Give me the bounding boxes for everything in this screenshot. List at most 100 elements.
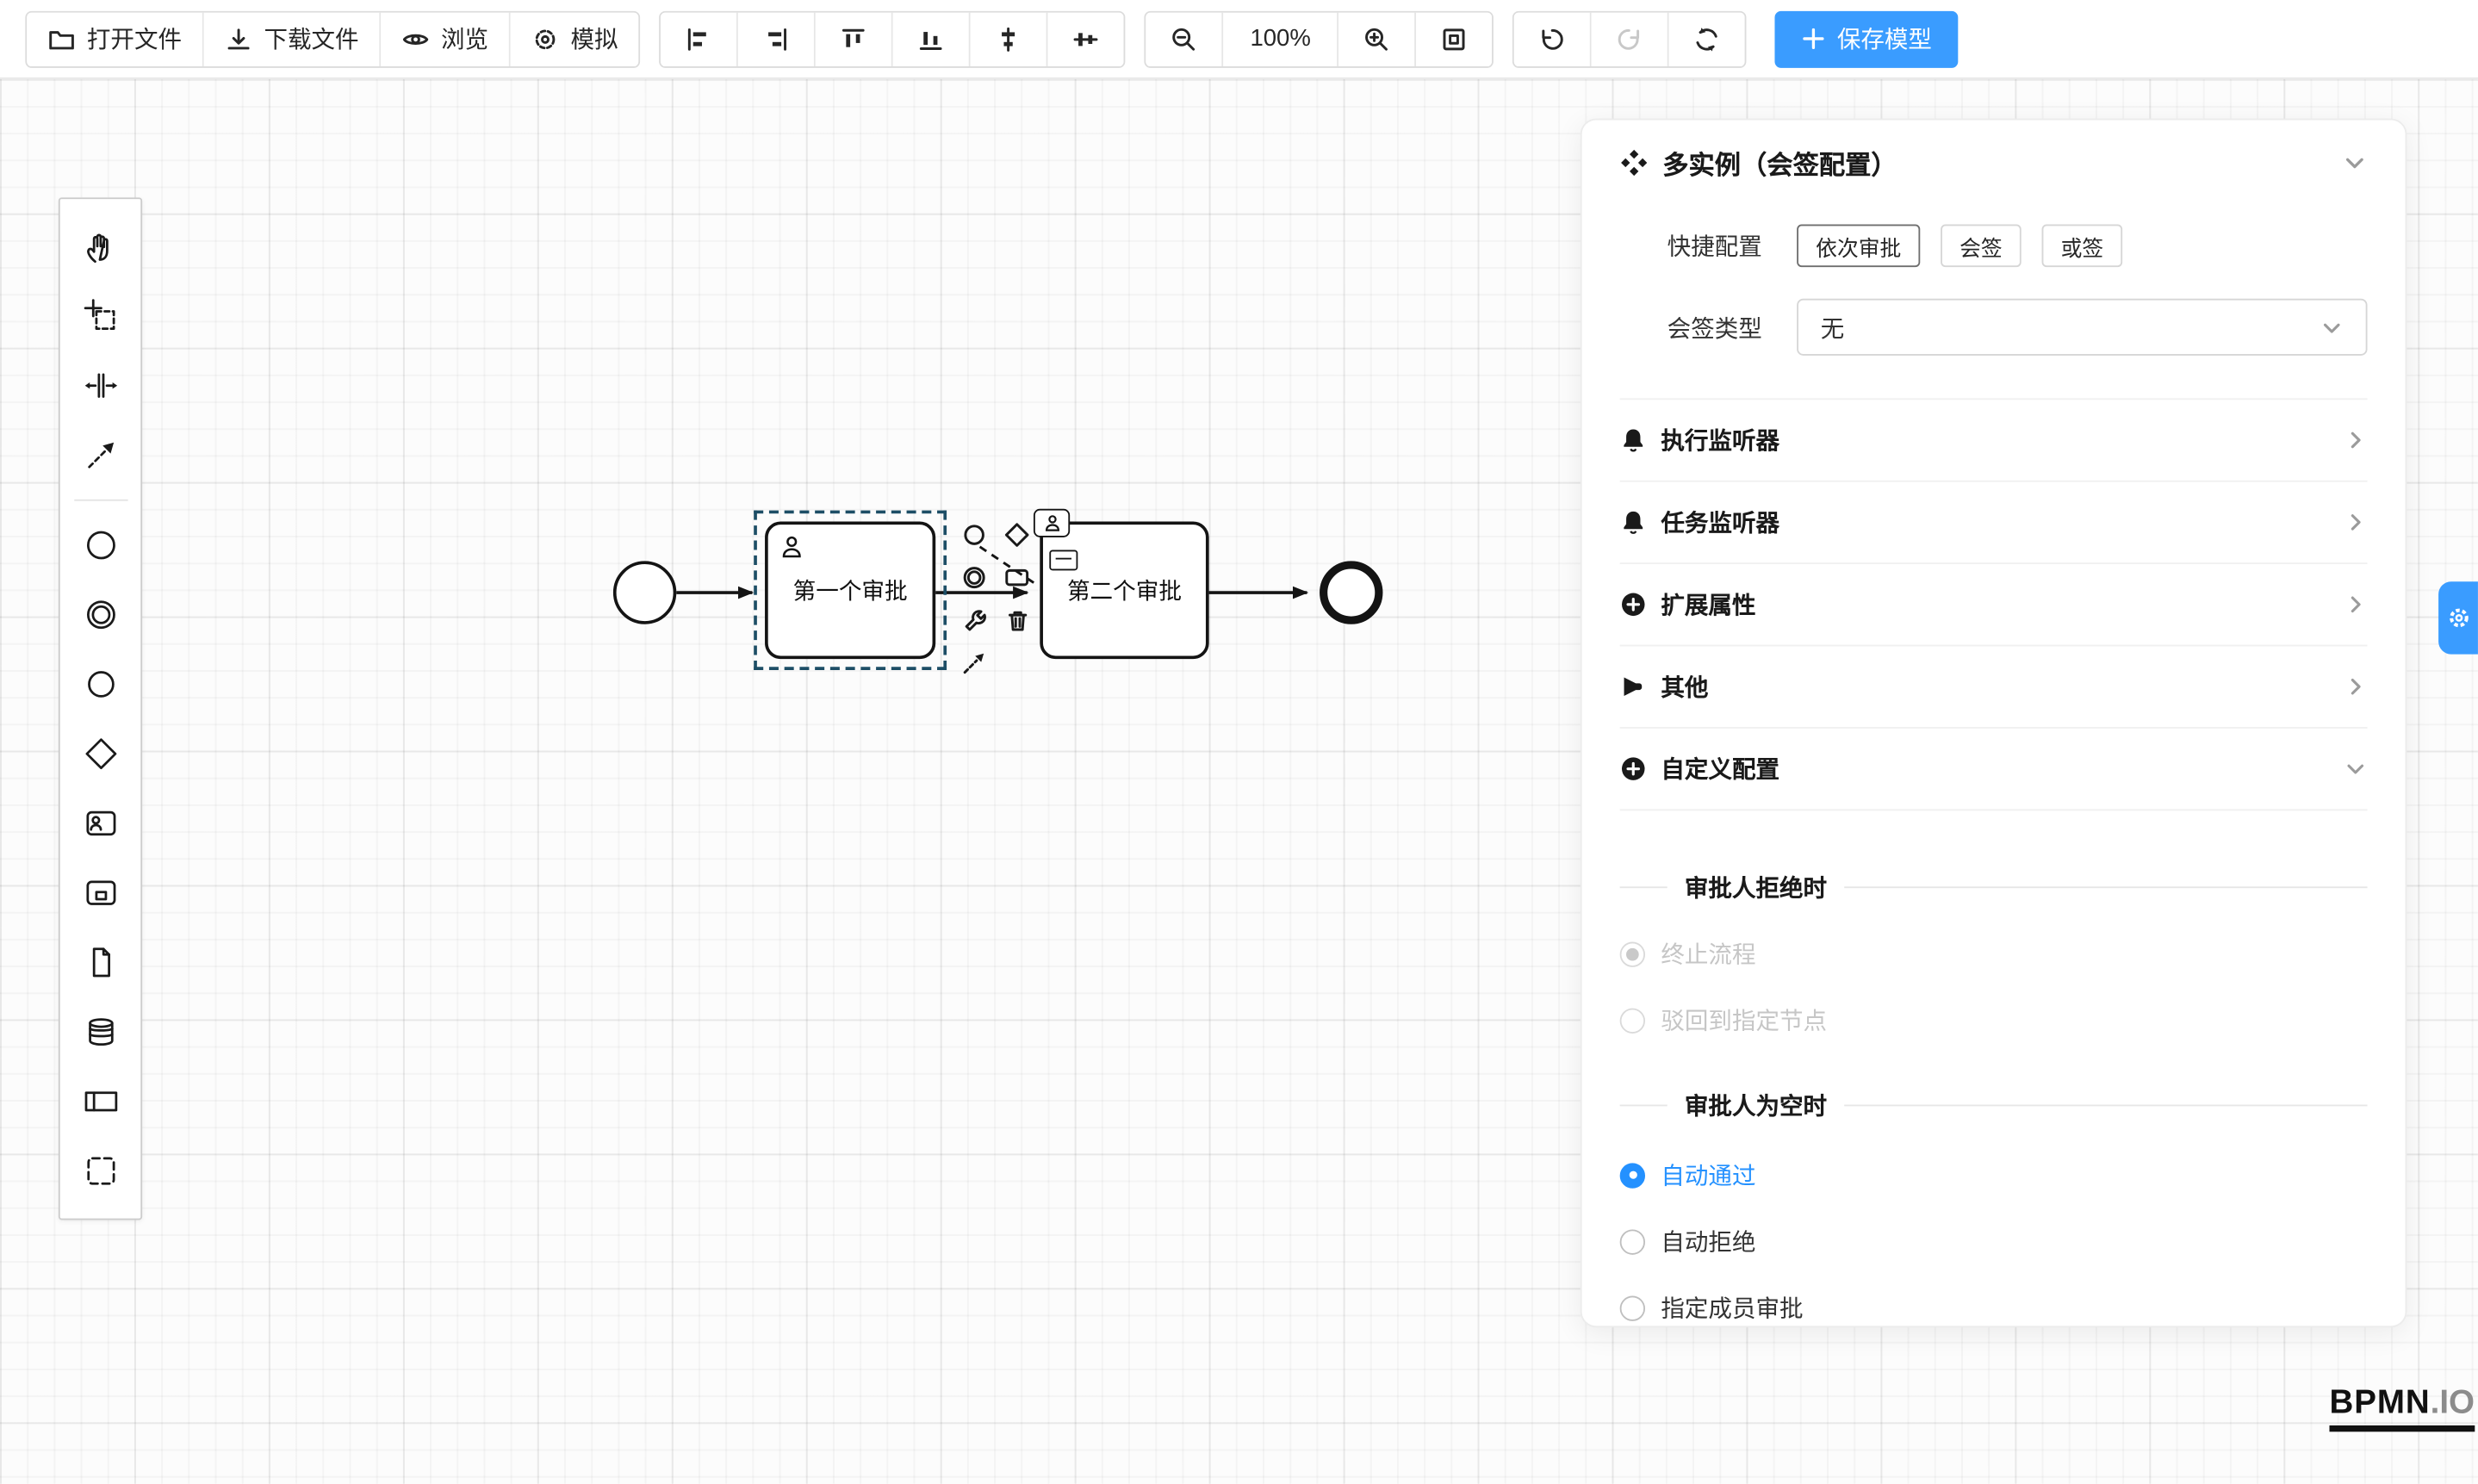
section-custom-config[interactable]: 自定义配置: [1619, 727, 2368, 809]
panel-sections: 执行监听器 任务监听器 扩展属性 其他 自定义配置: [1619, 398, 2368, 811]
align-bottom-button[interactable]: [892, 11, 971, 66]
section-label: 其他: [1661, 674, 1709, 702]
quick-option-sequential[interactable]: 依次审批: [1797, 224, 1921, 268]
task-first-approval[interactable]: 第一个审批: [765, 521, 936, 660]
zoom-out-icon: [1172, 27, 1196, 50]
fit-viewport-button[interactable]: [1416, 11, 1493, 66]
multi-instance-icon: [1621, 149, 1648, 177]
toolbar: 打开文件 下载文件 浏览 模拟: [0, 0, 2478, 79]
quick-option-orsign[interactable]: 或签: [2041, 224, 2123, 268]
append-gateway-icon: [1004, 523, 1029, 547]
create-end-event[interactable]: [69, 653, 132, 716]
align-top-button[interactable]: [815, 11, 893, 66]
radio-auto-pass[interactable]: 自动通过: [1619, 1158, 2368, 1192]
redo-icon: [1618, 28, 1640, 49]
align-center-horizontal-button[interactable]: [970, 11, 1048, 66]
redo-button[interactable]: [1592, 11, 1670, 66]
lasso-tool[interactable]: [69, 284, 132, 347]
create-gateway[interactable]: [69, 723, 132, 785]
zoom-out-button[interactable]: [1146, 11, 1224, 66]
end-event[interactable]: [1320, 561, 1383, 624]
sign-type-select[interactable]: 无: [1797, 298, 2368, 356]
user-task-icon: [85, 810, 115, 836]
undo-button[interactable]: [1514, 11, 1593, 66]
ctx-change-type[interactable]: [954, 600, 994, 640]
global-connect-tool[interactable]: [69, 424, 132, 487]
section-label: 扩展属性: [1661, 593, 1756, 620]
bell-icon: [1624, 511, 1643, 534]
user-icon: [1045, 515, 1059, 531]
intermediate-event-icon: [86, 600, 115, 630]
radio-assign-member[interactable]: 指定成员审批: [1619, 1291, 2368, 1325]
task-second-approval[interactable]: 第二个审批: [1033, 508, 1209, 660]
radio-label: 指定成员审批: [1661, 1295, 1804, 1323]
participant-icon: [84, 1091, 117, 1112]
append-task-icon: [1005, 568, 1029, 587]
create-data-store[interactable]: [69, 1000, 132, 1063]
hand-tool[interactable]: [69, 215, 132, 278]
open-file-button[interactable]: 打开文件: [27, 11, 204, 66]
create-intermediate-event[interactable]: [69, 583, 132, 646]
folder-icon: [49, 30, 74, 49]
quick-config-buttons: 依次审批 会签 或签: [1797, 224, 2123, 268]
assignee-badge[interactable]: [1033, 508, 1071, 537]
task-first-approval-label: 第一个审批: [792, 580, 908, 605]
panel-collapse-button[interactable]: [2342, 150, 2367, 175]
settings-toggle[interactable]: [2438, 581, 2478, 655]
create-user-task[interactable]: [69, 792, 132, 854]
align-group: [659, 9, 1126, 67]
align-top-icon: [842, 28, 865, 47]
section-extended-properties[interactable]: 扩展属性: [1619, 562, 2368, 644]
radio-label: 驳回到指定节点: [1661, 1008, 1828, 1035]
align-left-button[interactable]: [661, 11, 738, 66]
preview-button[interactable]: 浏览: [381, 11, 511, 66]
reset-button[interactable]: [1669, 11, 1746, 66]
ctx-append-task[interactable]: [997, 558, 1037, 598]
section-other[interactable]: 其他: [1619, 644, 2368, 727]
zoom-in-button[interactable]: [1338, 11, 1417, 66]
radio-auto-reject[interactable]: 自动拒绝: [1619, 1225, 2368, 1258]
ctx-append-end-event[interactable]: [954, 515, 994, 555]
radio-return-to-node[interactable]: 驳回到指定节点: [1619, 1003, 2368, 1037]
gear-icon: [535, 28, 556, 49]
create-participant[interactable]: [69, 1070, 132, 1133]
simulate-label: 模拟: [570, 27, 618, 54]
task-second-approval-label: 第二个审批: [1066, 580, 1182, 605]
file-group: 打开文件 下载文件 浏览 模拟: [25, 9, 641, 67]
align-center-vertical-button[interactable]: [1047, 11, 1124, 66]
section-execution-listener[interactable]: 执行监听器: [1619, 398, 2368, 480]
monitor-badge[interactable]: [1049, 550, 1078, 571]
radio-terminate-process[interactable]: 终止流程: [1619, 937, 2368, 971]
ctx-append-intermediate-event[interactable]: [954, 558, 994, 598]
zoom-in-icon: [1365, 27, 1388, 50]
preview-label: 浏览: [440, 27, 489, 54]
ctx-append-gateway[interactable]: [997, 515, 1037, 555]
panel-header: 多实例（会签配置）: [1620, 120, 2368, 205]
bpmn-io-logo[interactable]: BPMN.IO: [2329, 1384, 2475, 1432]
download-file-button[interactable]: 下载文件: [203, 11, 382, 66]
eye-icon: [402, 33, 429, 45]
simulate-button[interactable]: 模拟: [510, 11, 639, 66]
empty-section-title: 审批人为空时: [1619, 1089, 2368, 1122]
create-group[interactable]: [69, 1139, 132, 1202]
start-event[interactable]: [612, 561, 677, 624]
quick-config-label: 快捷配置: [1667, 233, 1762, 261]
create-data-object[interactable]: [69, 931, 132, 994]
align-right-button[interactable]: [737, 11, 816, 66]
create-start-event[interactable]: [69, 513, 132, 576]
context-pad: [954, 515, 1036, 682]
save-model-button[interactable]: 保存模型: [1775, 9, 1959, 67]
chevron-right-icon: [2344, 674, 2368, 699]
space-tool[interactable]: [69, 354, 132, 417]
quick-option-countersign[interactable]: 会签: [1941, 224, 2022, 268]
section-label: 任务监听器: [1661, 510, 1780, 537]
ctx-delete[interactable]: [997, 600, 1037, 640]
sync-icon: [1697, 27, 1718, 51]
section-task-listener[interactable]: 任务监听器: [1619, 480, 2368, 562]
create-subprocess[interactable]: [69, 861, 132, 924]
quick-config-row: 快捷配置 依次审批 会签 或签: [1620, 224, 2368, 268]
download-file-label: 下载文件: [264, 27, 359, 54]
trash-icon: [1008, 610, 1027, 630]
ctx-connect[interactable]: [954, 643, 994, 683]
